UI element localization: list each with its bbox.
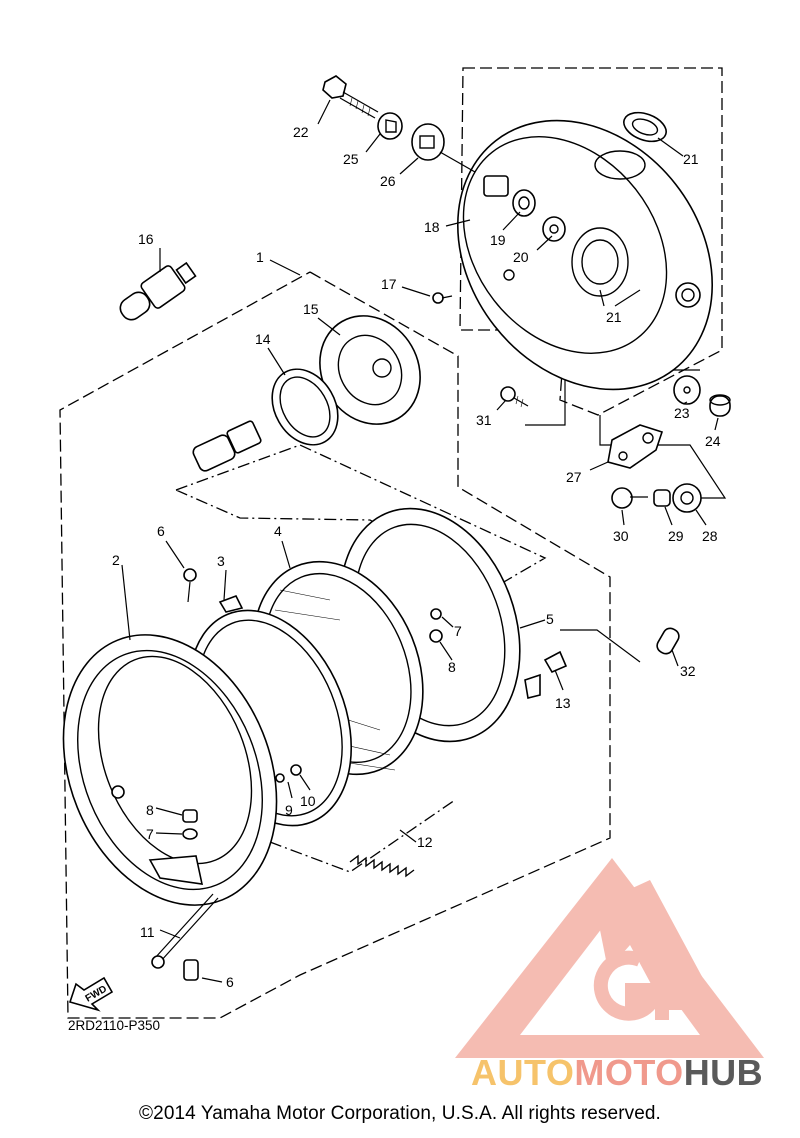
bulb-16 [119, 261, 197, 321]
callout-4: 4 [274, 523, 282, 539]
callout-18: 18 [424, 219, 440, 235]
callout-19: 19 [490, 232, 506, 248]
callout-32: 32 [680, 663, 696, 679]
shell-mount-hardware [322, 75, 476, 173]
callout-13: 13 [555, 695, 571, 711]
callout-20: 20 [513, 249, 529, 265]
callout-21-mid: 21 [606, 309, 622, 325]
callout-25: 25 [343, 151, 359, 167]
callout-1: 1 [256, 249, 264, 265]
callout-12: 12 [417, 834, 433, 850]
callout-labels: 22 25 26 21 18 19 20 21 16 1 17 15 14 31… [112, 124, 721, 990]
bracket-parts [607, 424, 702, 513]
callout-27: 27 [566, 469, 582, 485]
callout-21-top: 21 [683, 151, 699, 167]
headlight-shell [456, 119, 714, 391]
callout-29: 29 [668, 528, 684, 544]
callout-23: 23 [674, 405, 690, 421]
watermark-text-hub: HUB [683, 1052, 764, 1093]
callout-6-bottom: 6 [226, 974, 234, 990]
callout-7-left: 7 [146, 826, 154, 842]
grommets [512, 111, 667, 242]
callout-6-top: 6 [157, 523, 165, 539]
callout-15: 15 [303, 301, 319, 317]
callout-14: 14 [255, 331, 271, 347]
callout-22: 22 [293, 124, 309, 140]
callout-11: 11 [140, 924, 155, 940]
watermark-text-auto: AUTO [471, 1052, 575, 1093]
drawing-code: 2RD2110-P350 [68, 1018, 161, 1033]
bulb-socket-parts [192, 315, 421, 472]
copyright-notice: ©2014 Yamaha Motor Corporation, U.S.A. A… [139, 1103, 661, 1124]
watermark-text-moto: MOTO [574, 1052, 684, 1093]
callout-30: 30 [613, 528, 629, 544]
rim-hardware [151, 568, 680, 981]
callout-8-right: 8 [448, 659, 456, 675]
callout-9: 9 [285, 802, 293, 818]
callout-16: 16 [138, 231, 154, 247]
callout-26: 26 [380, 173, 396, 189]
collar-parts [673, 375, 731, 417]
callout-17: 17 [381, 276, 397, 292]
fwd-arrow: FWD [68, 976, 114, 1012]
callout-31: 31 [476, 412, 492, 428]
leader-lines [121, 99, 719, 983]
assembly-outlines [59, 67, 727, 1019]
callout-3: 3 [217, 553, 225, 569]
callout-2: 2 [112, 552, 120, 568]
callout-28: 28 [702, 528, 718, 544]
callout-7-right: 7 [454, 623, 462, 639]
callout-10: 10 [300, 793, 316, 809]
callout-5: 5 [546, 611, 554, 627]
callout-24: 24 [705, 433, 721, 449]
watermark-logo-text: AUTOMOTOHUB [471, 1052, 763, 1094]
shell-screws [432, 269, 529, 408]
callout-8-left: 8 [146, 802, 154, 818]
watermark-logo-icon [455, 858, 764, 1058]
outer-rim [62, 634, 278, 906]
